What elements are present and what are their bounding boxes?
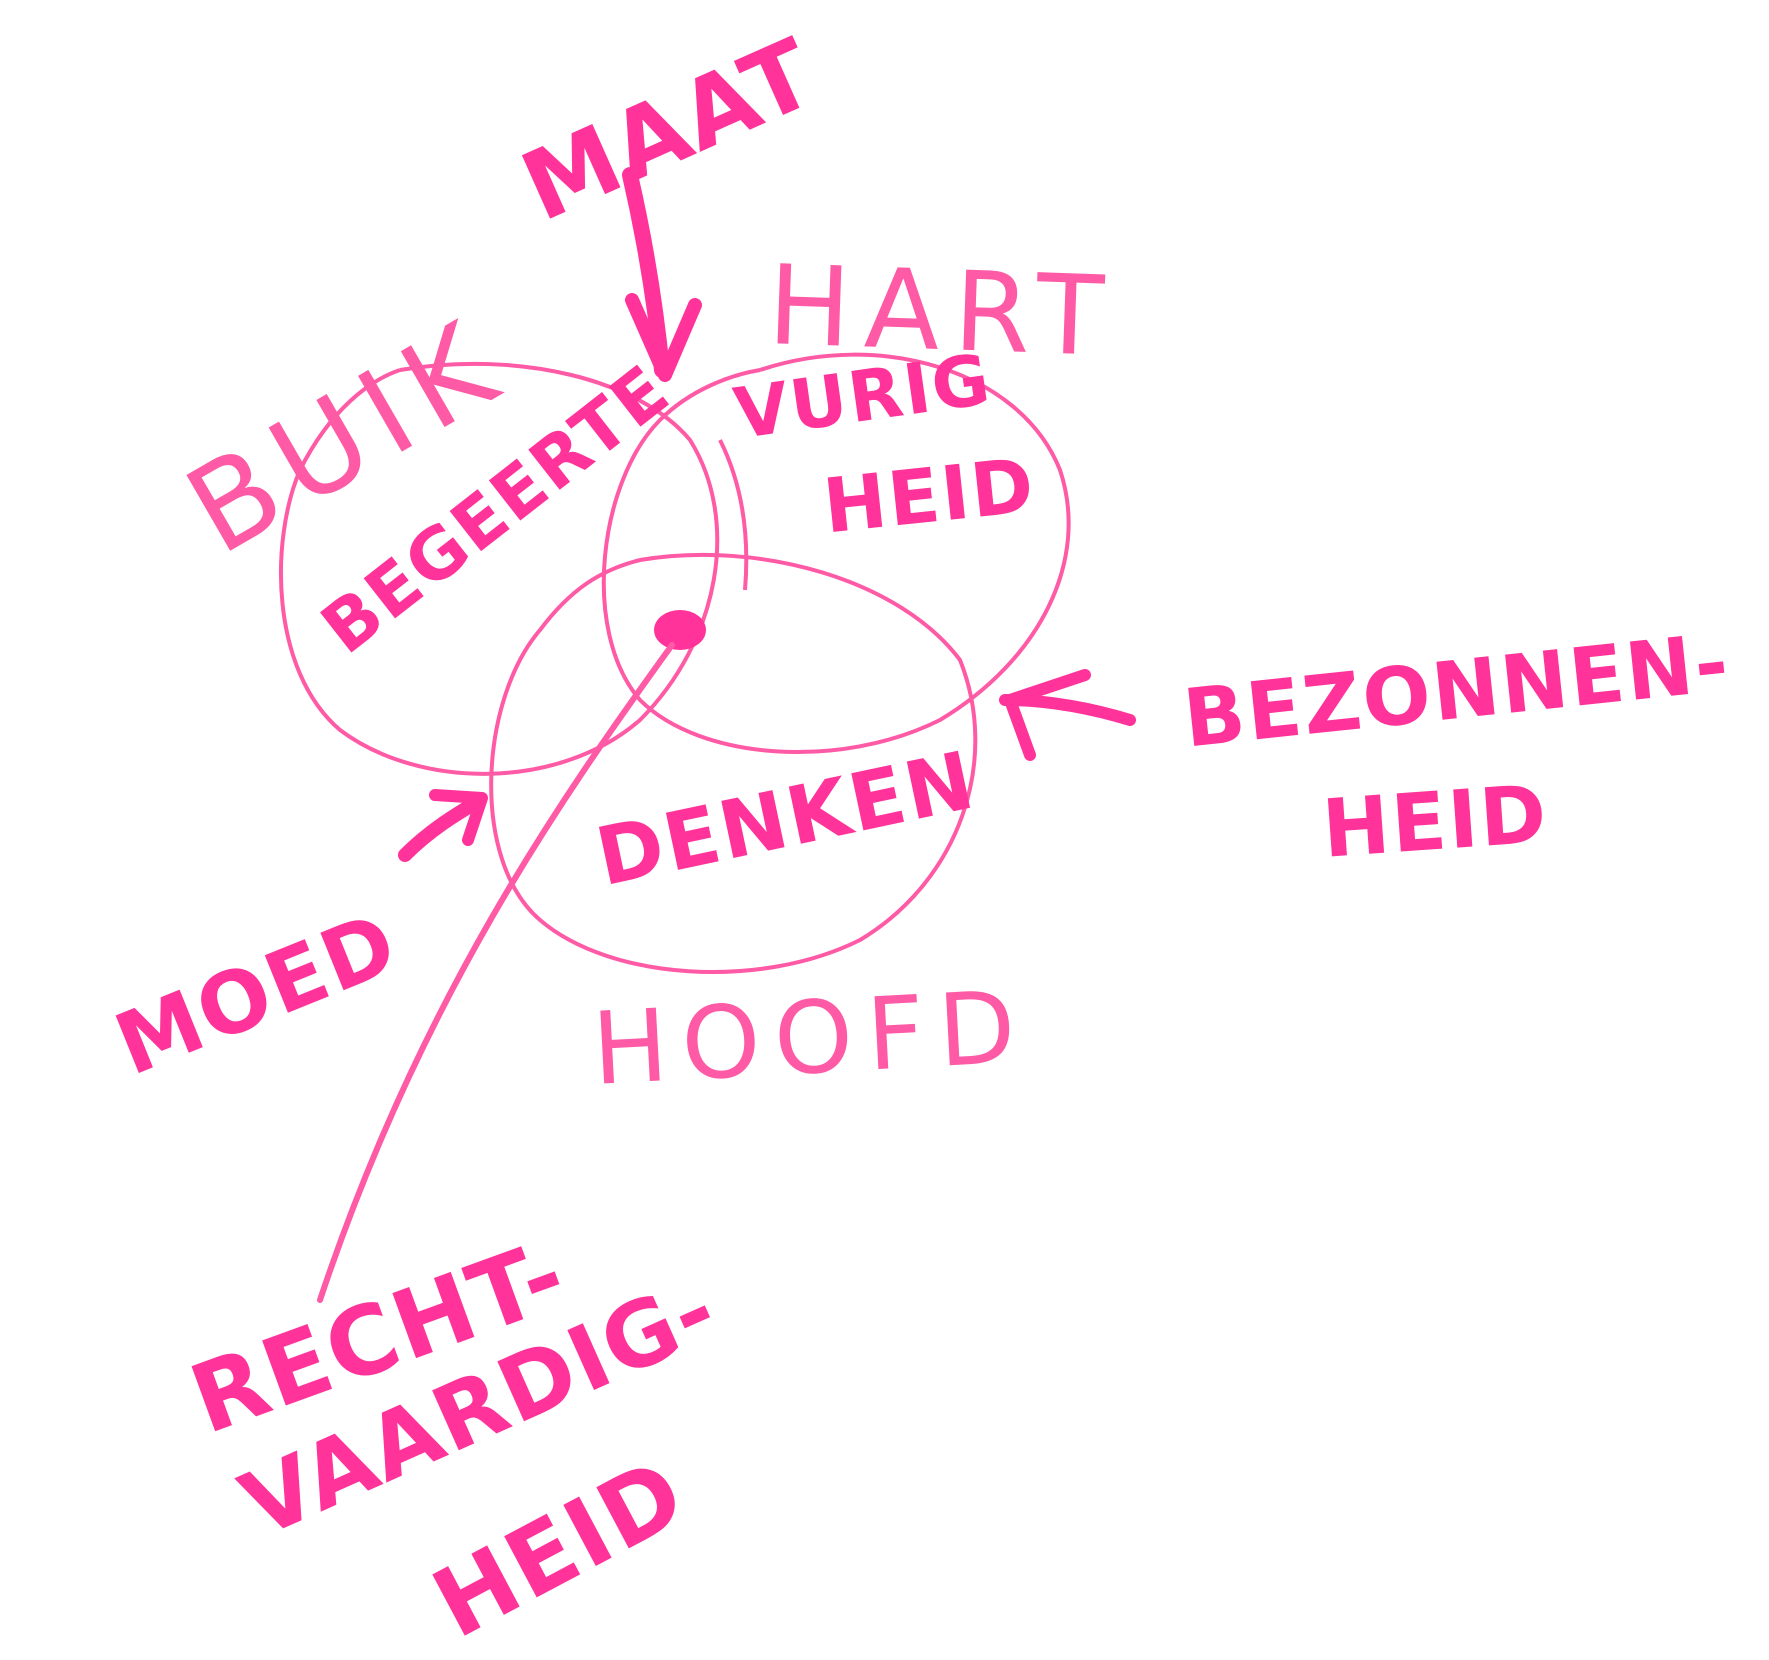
rechtvaardigheid-pointer: [317, 642, 675, 1303]
maat-arrowhead: [625, 293, 702, 382]
hoofd-circle: [489, 552, 978, 974]
center-dot: [654, 610, 706, 650]
hart-circle: [601, 352, 1071, 754]
buik-circle: [278, 361, 720, 776]
moed-arrowhead: [429, 789, 488, 846]
moed-arrow: [398, 793, 487, 862]
heid-label-bezonnen: HEID: [1319, 767, 1552, 876]
bezonnenheid-arrowhead: [1004, 669, 1091, 761]
overlap-curve: [718, 439, 749, 591]
bezonnenheid-arrow: [999, 694, 1136, 726]
heid-label-hart: HEID: [819, 440, 1040, 551]
hoofd-label: HOOFD: [589, 968, 1033, 1108]
